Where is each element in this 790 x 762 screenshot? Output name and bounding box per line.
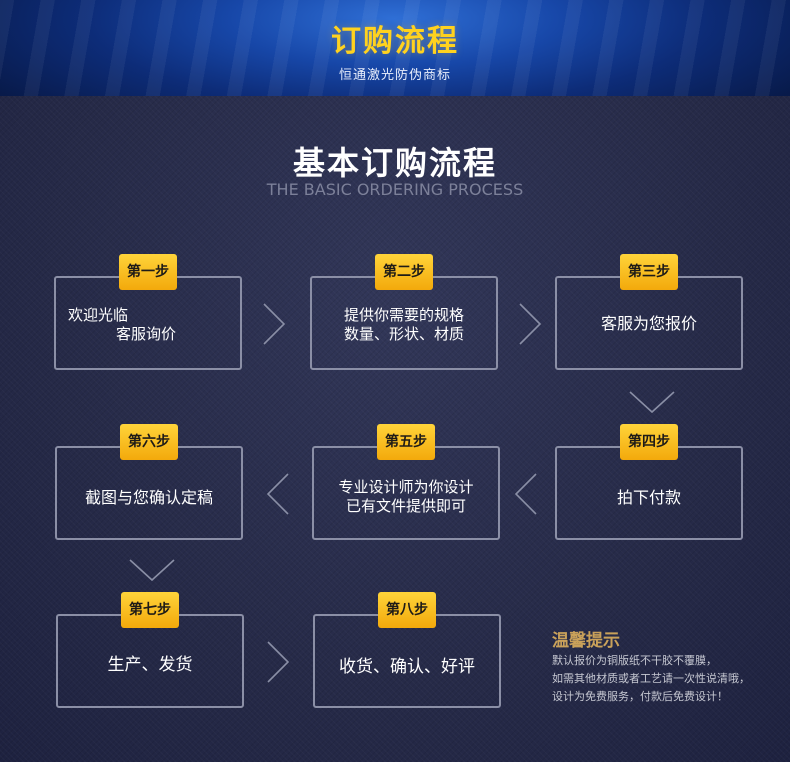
step-5-box: 第五步 专业设计师为你设计 已有文件提供即可 xyxy=(312,424,500,540)
step-8-badge: 第八步 xyxy=(378,592,436,628)
step-8-text: 收货、确认、好评 xyxy=(315,658,499,677)
tips-line-3: 设计为免费服务，付款后免费设计！ xyxy=(552,690,728,703)
step-5-badge: 第五步 xyxy=(377,424,435,460)
step-3-text: 客服为您报价 xyxy=(557,314,741,333)
step-4-line-1: 拍下付款 xyxy=(616,488,681,507)
tips-line-2: 如需其他材质或者工艺请一次性说清哦， xyxy=(552,672,750,685)
step-2-text: 提供你需要的规格 数量、形状、材质 xyxy=(312,306,496,344)
step-3-box: 第三步 客服为您报价 xyxy=(555,254,743,370)
chevron-down-icon xyxy=(629,391,675,414)
page-title: 基本订购流程 xyxy=(292,144,497,182)
banner-subtitle: 恒通激光防伪商标 xyxy=(338,68,451,83)
step-1-box: 第一步 欢迎光临 客服询价 xyxy=(54,254,242,370)
banner-title: 订购流程 xyxy=(331,24,459,59)
step-1-line-1: 欢迎光临 xyxy=(68,306,129,324)
step-3-line-1: 客服为您报价 xyxy=(600,314,697,333)
step-5-line-1: 专业设计师为你设计 xyxy=(338,478,474,496)
step-2-line-1: 提供你需要的规格 xyxy=(343,306,464,324)
step-1-text: 欢迎光临 客服询价 xyxy=(68,306,240,344)
step-4-text: 拍下付款 xyxy=(557,488,741,507)
chevron-right-icon xyxy=(263,303,286,345)
step-8-line-1: 收货、确认、好评 xyxy=(339,657,475,677)
step-7-text: 生产、发货 xyxy=(58,656,242,675)
step-6-line-1: 截图与您确认定稿 xyxy=(84,488,213,507)
step-1-badge: 第一步 xyxy=(119,254,177,290)
step-2-line-2: 数量、形状、材质 xyxy=(343,325,464,343)
step-1-line-2: 客服询价 xyxy=(116,325,177,343)
banner-rays xyxy=(0,0,790,96)
chevron-down-icon xyxy=(129,559,175,582)
step-6-badge: 第六步 xyxy=(120,424,178,460)
step-2-box: 第二步 提供你需要的规格 数量、形状、材质 xyxy=(310,254,498,370)
chevron-right-icon xyxy=(519,303,542,345)
step-8-box: 第八步 收货、确认、好评 xyxy=(313,592,501,708)
tips-title: 温馨提示 xyxy=(552,631,620,651)
step-5-text: 专业设计师为你设计 已有文件提供即可 xyxy=(314,478,498,516)
header-banner: 订购流程 恒通激光防伪商标 xyxy=(0,0,790,96)
step-4-box: 第四步 拍下付款 xyxy=(555,424,743,540)
step-3-badge: 第三步 xyxy=(620,254,678,290)
step-7-box: 第七步 生产、发货 xyxy=(56,592,244,708)
step-5-line-2: 已有文件提供即可 xyxy=(345,497,466,515)
chevron-left-icon xyxy=(266,473,289,515)
step-6-text: 截图与您确认定稿 xyxy=(57,488,241,507)
step-4-badge: 第四步 xyxy=(620,424,678,460)
page-subtitle: THE BASIC ORDERING PROCESS xyxy=(266,180,524,199)
step-6-box: 第六步 截图与您确认定稿 xyxy=(55,424,243,540)
chevron-left-icon xyxy=(514,473,537,515)
step-7-line-1: 生产、发货 xyxy=(107,655,193,675)
chevron-right-icon xyxy=(267,641,290,683)
step-2-badge: 第二步 xyxy=(375,254,433,290)
tips-line-1: 默认报价为铜版纸不干胶不覆膜， xyxy=(552,654,717,667)
step-7-badge: 第七步 xyxy=(121,592,179,628)
